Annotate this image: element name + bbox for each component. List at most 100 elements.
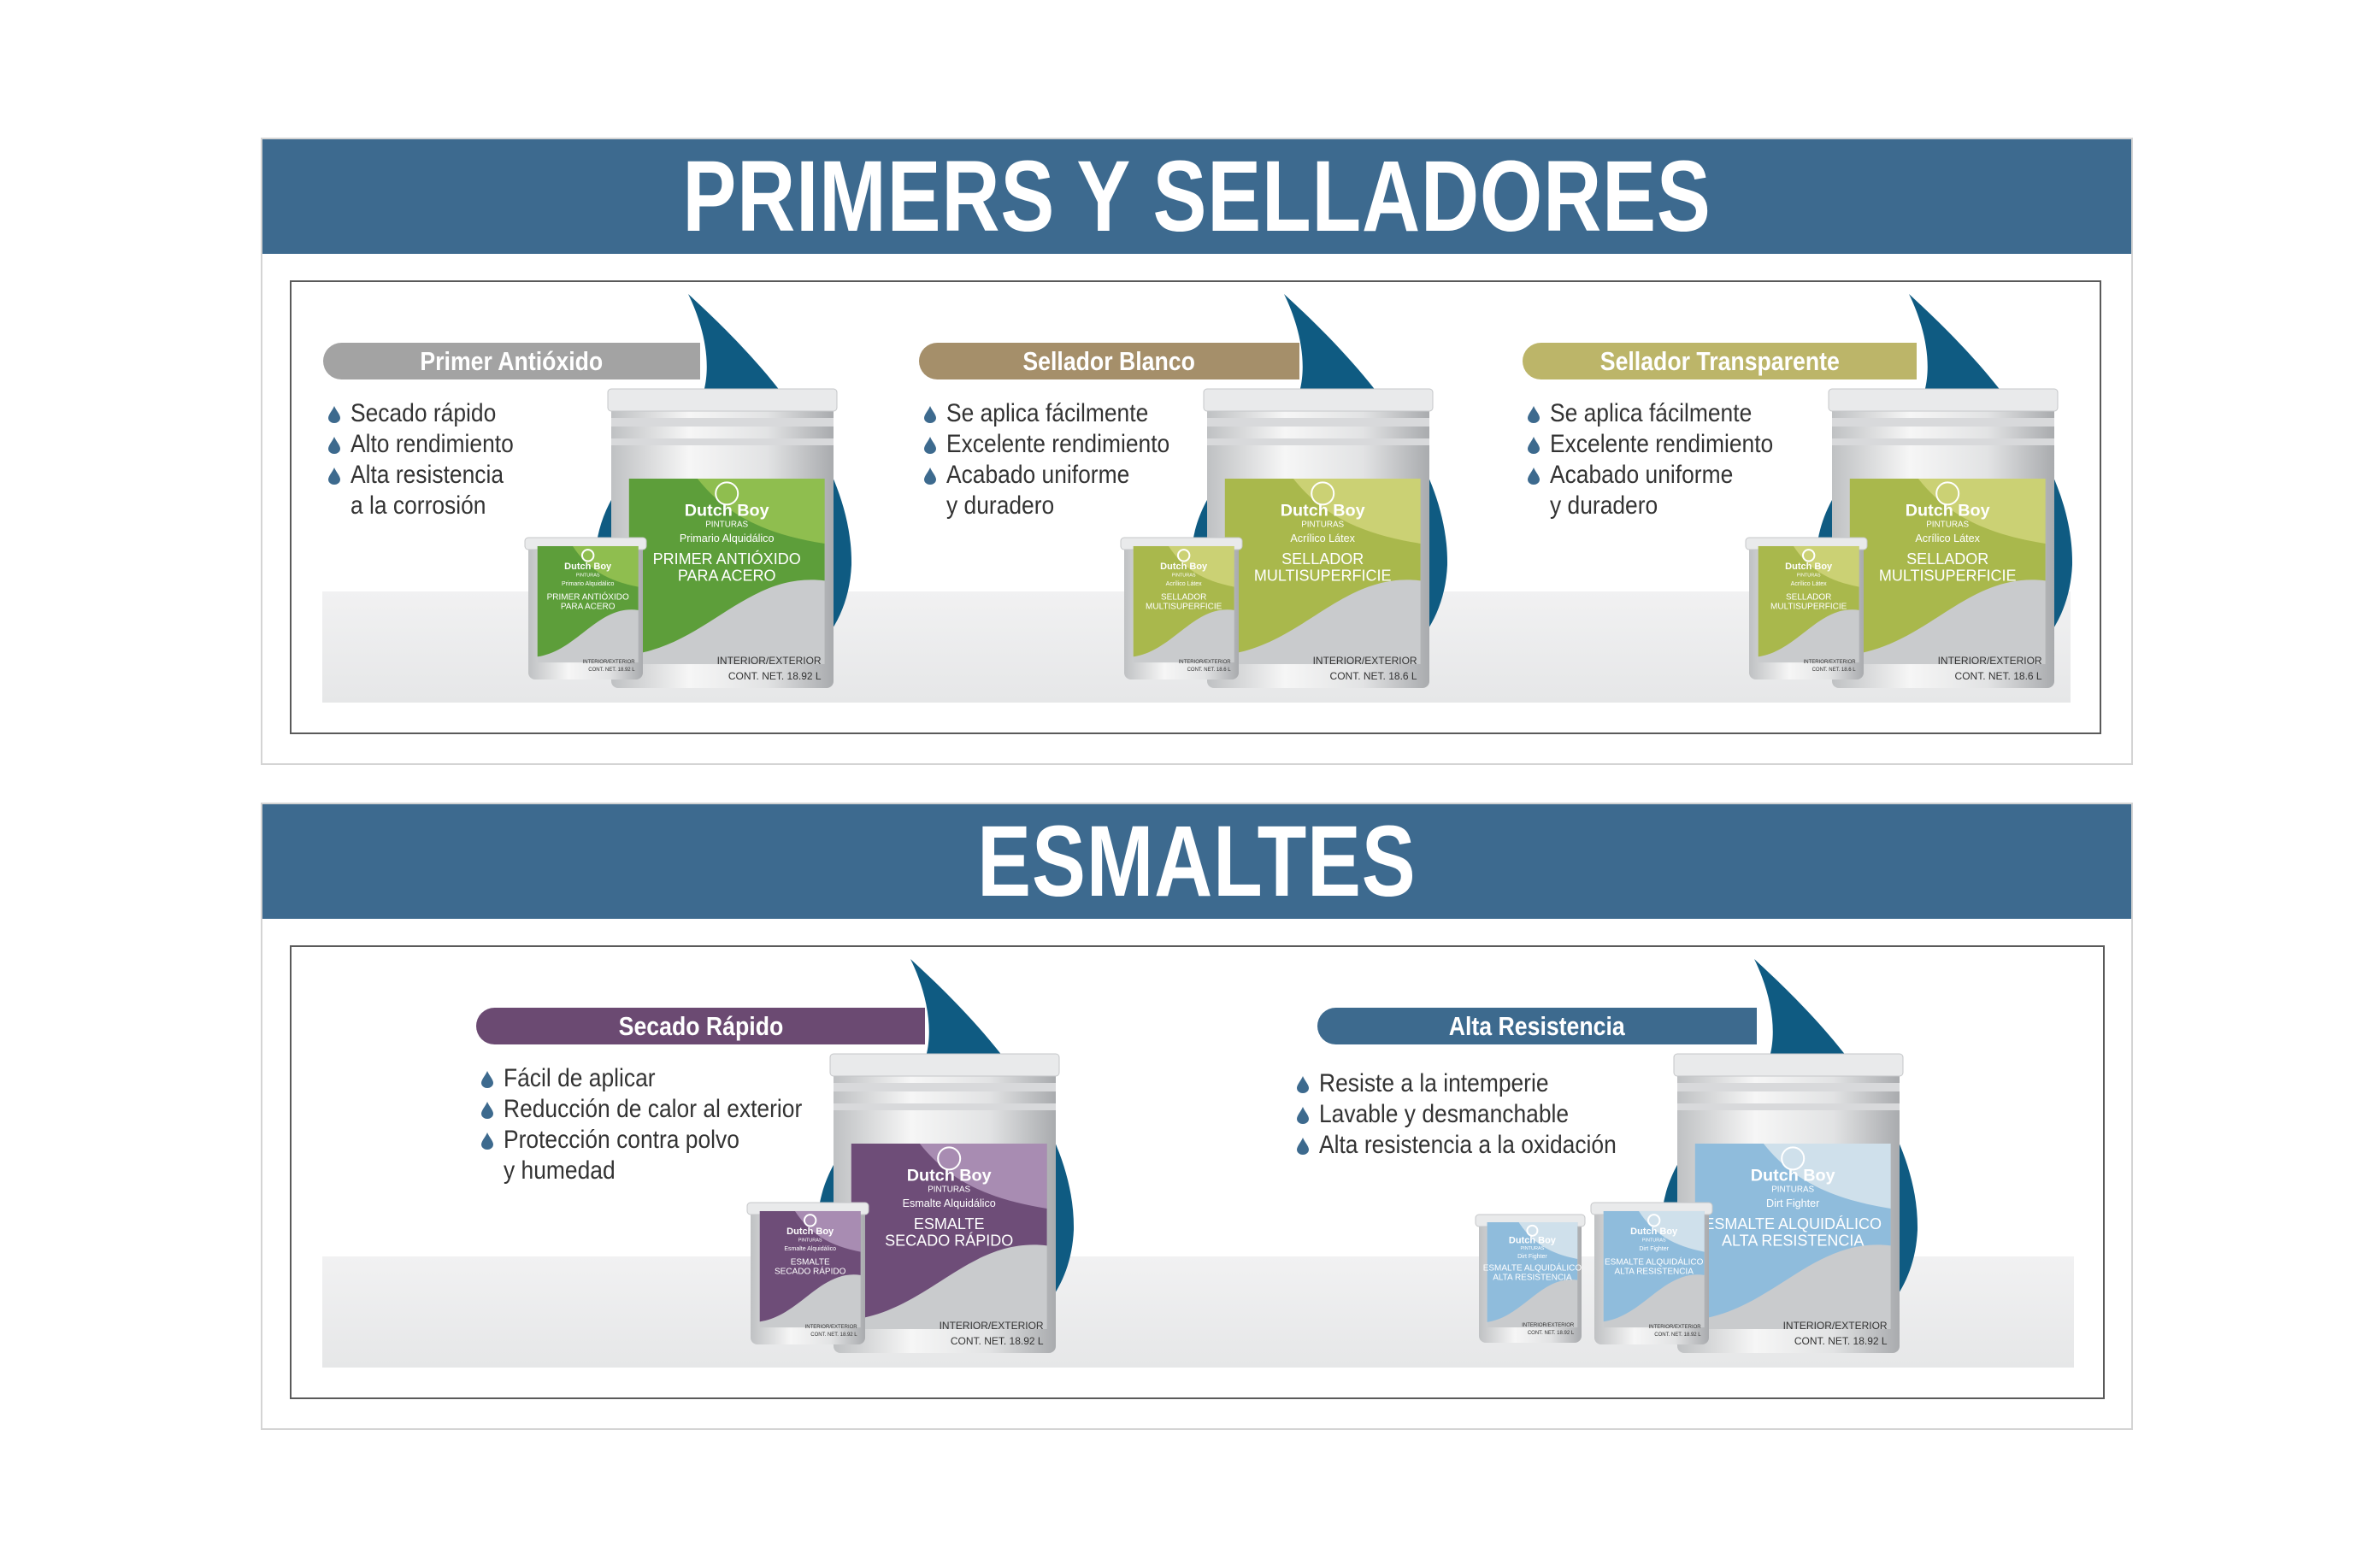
brand-sub: PINTURAS xyxy=(798,1238,822,1243)
can-product-name: MULTISUPERFICIE xyxy=(1879,568,2017,585)
drop-bullet-icon xyxy=(1528,468,1540,485)
product-label-pill: Primer Antióxido xyxy=(323,343,700,379)
drop-bullet-icon xyxy=(1297,1138,1309,1155)
can-net-content: CONT. NET. 18.6 L xyxy=(1812,668,1857,673)
feature-text: Se aplica fácilmente xyxy=(1550,399,1753,427)
can-product-name: SECADO RÁPIDO xyxy=(885,1232,1013,1250)
can-use: INTERIOR/EXTERIOR xyxy=(805,1325,858,1330)
product-title: Secado Rápido xyxy=(618,1010,783,1041)
drop-bullet-icon xyxy=(924,437,936,454)
section-title: PRIMERS Y SELLADORES xyxy=(682,140,1711,253)
feature-text: Fácil de aplicar xyxy=(504,1064,656,1092)
feature-text: Alta resistencia xyxy=(351,461,504,489)
can-product-name: SECADO RÁPIDO xyxy=(775,1266,846,1277)
feature-item: Alta resistencia a la oxidación xyxy=(1297,1131,1657,1162)
can-type: Esmalte Alquidálico xyxy=(903,1197,996,1209)
drop-bullet-icon xyxy=(481,1102,493,1119)
can-product-name: ESMALTE ALQUIDÁLICO xyxy=(1483,1262,1582,1274)
can-type: Dirt Fighter xyxy=(1517,1254,1547,1260)
can-use: INTERIOR/EXTERIOR xyxy=(1522,1323,1575,1328)
can-product-name: ALTA RESISTENCIA xyxy=(1614,1268,1694,1277)
feature-item: Alto rendimiento xyxy=(328,430,536,461)
can-product-name: ALTA RESISTENCIA xyxy=(1493,1274,1572,1283)
can-product-name: PRIMER ANTIÓXIDO xyxy=(653,550,801,568)
can-product-name: SELLADOR xyxy=(1281,550,1364,568)
can-product-name: PARA ACERO xyxy=(561,603,616,612)
brand-logo: Dutch Boy xyxy=(907,1166,992,1185)
brand-sub: PINTURAS xyxy=(1172,573,1196,578)
feature-item: y duradero xyxy=(924,491,1200,522)
can-use: INTERIOR/EXTERIOR xyxy=(717,655,822,667)
drop-bullet-icon xyxy=(1297,1107,1309,1124)
brand-logo: Dutch Boy xyxy=(685,501,769,520)
brand-logo: Dutch Boy xyxy=(786,1227,834,1237)
feature-item: Excelente rendimiento xyxy=(1528,430,1804,461)
can-type: Acrílico Látex xyxy=(1290,532,1355,544)
feature-text: Excelente rendimiento xyxy=(946,430,1170,458)
drop-bullet-icon xyxy=(924,406,936,423)
feature-item: Resiste a la intemperie xyxy=(1297,1069,1657,1100)
brand-logo: Dutch Boy xyxy=(1509,1236,1557,1246)
can-product-name: ESMALTE ALQUIDÁLICO xyxy=(1605,1256,1704,1268)
can-product-name: SELLADOR xyxy=(1786,593,1831,603)
product-label-pill: Sellador Transparente xyxy=(1523,343,1917,379)
brand-sub: PINTURAS xyxy=(1771,1185,1814,1194)
can-type: Dirt Fighter xyxy=(1639,1246,1669,1252)
can-use: INTERIOR/EXTERIOR xyxy=(1313,655,1417,667)
brand-logo: Dutch Boy xyxy=(1281,501,1365,520)
brand-logo: Dutch Boy xyxy=(1160,562,1208,572)
can-use: INTERIOR/EXTERIOR xyxy=(1179,660,1232,665)
drop-bullet-icon xyxy=(924,468,936,485)
brand-logo: Dutch Boy xyxy=(1785,562,1833,572)
section-header: PRIMERS Y SELLADORES xyxy=(262,139,2131,254)
feature-item: a la corrosión xyxy=(328,491,536,522)
can-product-name: PARA ACERO xyxy=(678,568,776,585)
can-use: INTERIOR/EXTERIOR xyxy=(940,1320,1044,1332)
brand-sub: PINTURAS xyxy=(1301,520,1344,529)
can-net-content: CONT. NET. 18.92 L xyxy=(588,668,635,673)
product-title: Sellador Transparente xyxy=(1599,345,1840,376)
feature-item: Secado rápido xyxy=(328,399,536,430)
can-net-content: CONT. NET. 18.92 L xyxy=(1794,1335,1888,1347)
product-label-pill: Alta Resistencia xyxy=(1317,1008,1757,1044)
feature-text: a la corrosión xyxy=(351,491,486,520)
brand-logo: Dutch Boy xyxy=(1906,501,1990,520)
can-product-name: MULTISUPERFICIE xyxy=(1254,568,1392,585)
feature-text: Alto rendimiento xyxy=(351,430,514,458)
feature-item: Acabado uniforme xyxy=(924,461,1200,491)
brand-sub: PINTURAS xyxy=(1642,1238,1666,1243)
product-label-pill: Secado Rápido xyxy=(476,1008,925,1044)
feature-text: Acabado uniforme xyxy=(1550,461,1734,489)
feature-text: Excelente rendimiento xyxy=(1550,430,1774,458)
feature-text: y duradero xyxy=(1550,491,1658,520)
can-net-content: CONT. NET. 18.92 L xyxy=(1528,1331,1575,1336)
can-type: Primario Alquidálico xyxy=(680,532,775,544)
can-type: Acrílico Látex xyxy=(1915,532,1980,544)
feature-text: Resiste a la intemperie xyxy=(1319,1069,1549,1097)
feature-item: Fácil de aplicar xyxy=(481,1064,843,1095)
can-type: Primario Alquidálico xyxy=(562,581,615,587)
can-net-content: CONT. NET. 18.92 L xyxy=(810,1333,857,1338)
product-title: Primer Antióxido xyxy=(420,345,604,376)
can-use: INTERIOR/EXTERIOR xyxy=(1649,1325,1702,1330)
drop-bullet-icon xyxy=(1528,406,1540,423)
can-product-name: PRIMER ANTIÓXIDO xyxy=(547,591,629,603)
feature-text: Secado rápido xyxy=(351,399,497,427)
feature-text: Acabado uniforme xyxy=(946,461,1130,489)
can-product-name: MULTISUPERFICIE xyxy=(1146,603,1222,612)
drop-bullet-icon xyxy=(1528,437,1540,454)
feature-item: Lavable y desmanchable xyxy=(1297,1100,1657,1131)
